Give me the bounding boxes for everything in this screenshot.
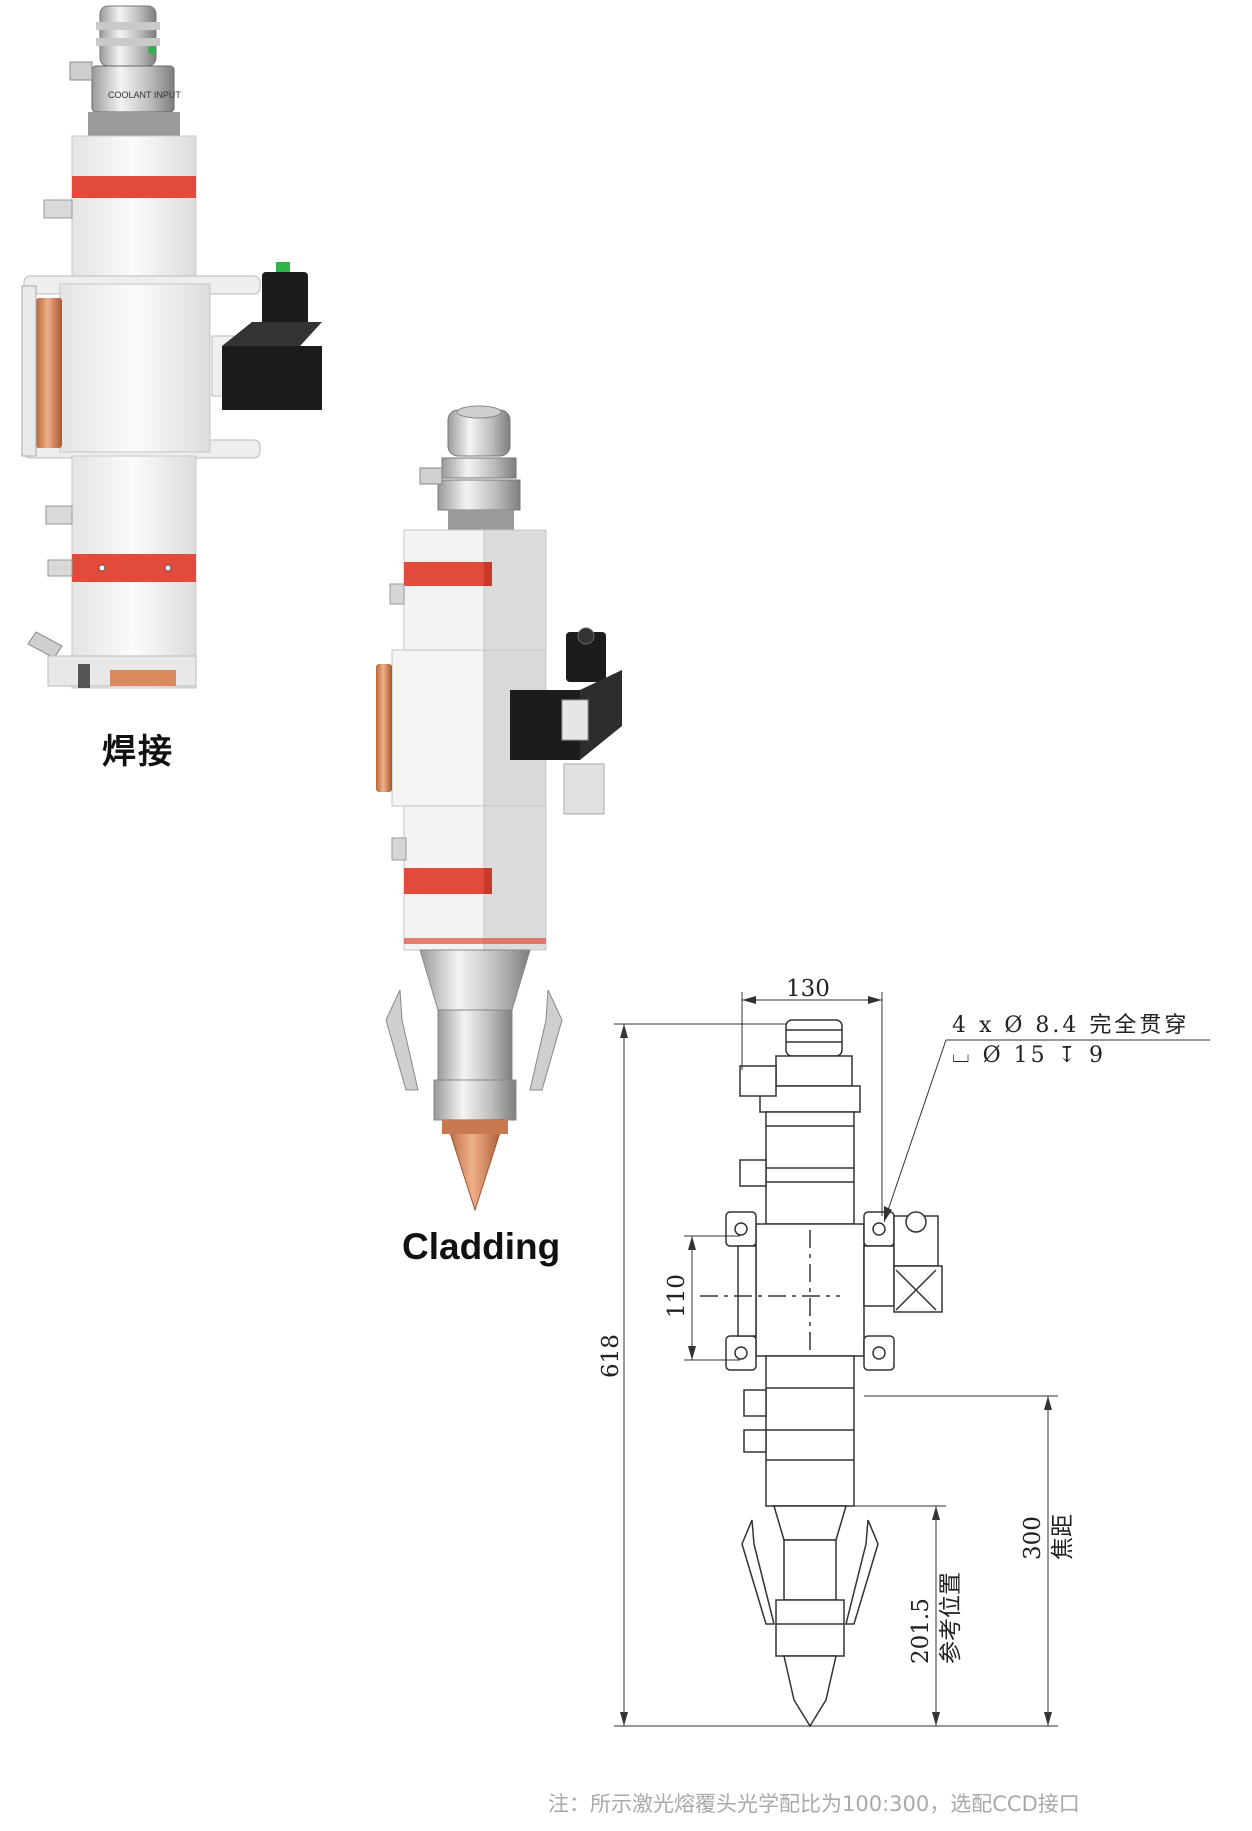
height-dimension-label: 618 xyxy=(598,1334,624,1378)
focal-dimension-label: 300 xyxy=(1020,1516,1046,1560)
cladding-head-render xyxy=(376,405,622,1212)
hole-spec-line2: ⌴ Ø 15 ↧ 9 xyxy=(952,1043,1106,1068)
welding-caption: 焊接 xyxy=(102,732,174,772)
reference-position-label: 参考位置 xyxy=(938,1572,964,1664)
focal-length-label: 焦距 xyxy=(1050,1514,1076,1560)
technical-drawing xyxy=(614,992,1210,1728)
status-led-icon xyxy=(148,46,156,54)
coolant-input-label: COOLANT INPUT xyxy=(108,90,181,100)
reference-dimension-label: 201.5 xyxy=(908,1598,934,1664)
width-dimension-label: 130 xyxy=(786,976,830,1002)
mount-dimension-label: 110 xyxy=(664,1274,690,1318)
welding-head-render: COOLANT INPUT xyxy=(21,5,322,689)
hole-spec-line1: 4 x Ø 8.4 完全贯穿 xyxy=(952,1013,1189,1038)
cladding-caption: Cladding xyxy=(402,1226,561,1267)
footnote: 注：所示激光熔覆头光学配比为100:300，选配CCD接口 xyxy=(548,1792,1080,1816)
